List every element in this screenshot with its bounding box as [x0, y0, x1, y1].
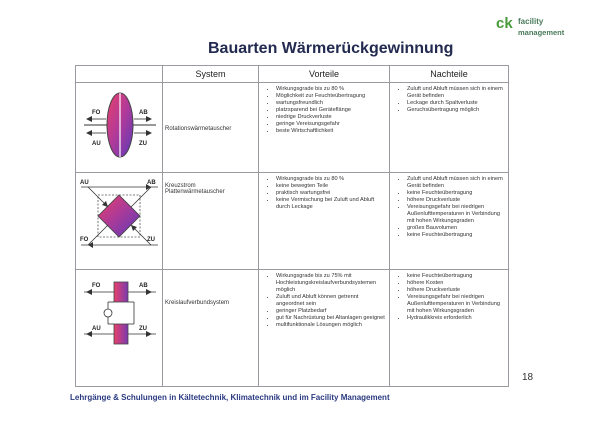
company-logo: ck facility management [496, 15, 578, 45]
list-item: platzsparend bei Geräteflänge [276, 107, 387, 114]
label-ab: AB [139, 283, 148, 289]
nachteile-rotation: Zuluft und Abluft müssen sich in einem G… [389, 82, 509, 173]
list-item: wartungsfreundlich [276, 100, 387, 107]
list-item: geringe Vereisungsgefahr [276, 121, 387, 128]
header-vorteile: Vorteile [258, 65, 390, 83]
page-number: 18 [522, 372, 534, 383]
logo-line-2: management [518, 28, 565, 37]
runaround-coil-diagram: FO AB AU ZU [84, 281, 156, 345]
list-item: Zuluft und Abluft können getrennt angeor… [276, 294, 387, 308]
label-fo: FO [92, 110, 101, 116]
list-item: höhere Druckverluste [407, 197, 506, 204]
page-title: Bauarten Wärmerückgewinnung [208, 40, 454, 57]
nachteile-kreuzstrom: Zuluft und Abluft müssen sich in einem G… [389, 172, 509, 270]
list-item: großes Bauvolumen [407, 225, 506, 232]
list-item: Wirkungsgrade bis zu 75% mit Hochleistun… [276, 273, 387, 294]
list-item: höhere Druckverluste [407, 287, 506, 294]
list-item: Vereisungsgefahr bei niedrigen Außenluft… [407, 204, 506, 225]
runaround-diagram-cell: FO AB AU ZU [75, 269, 163, 387]
list-item: Geruchsübertragung möglich [407, 107, 506, 114]
list-item: multifunktionale Lösungen möglich [276, 322, 387, 329]
vorteile-kreislaufverbund: Wirkungsgrade bis zu 75% mit Hochleistun… [258, 269, 390, 387]
label-au: AU [80, 180, 89, 186]
crossflow-plate-diagram: AU AB FO ZU [80, 180, 158, 248]
footer-text: Lehrgänge & Schulungen in Kältetechnik, … [70, 393, 390, 402]
list-item: praktisch wartungsfrei [276, 190, 387, 197]
system-kreuzstrom: Kreuzstrom Plattenwärmetauscher [162, 172, 259, 270]
label-au: AU [92, 326, 101, 332]
table-row-rotation: FO AB AU ZU Rotationswärmetauscher Wirku… [75, 82, 509, 173]
system-kreislaufverbund: Kreislaufverbundsystem [162, 269, 259, 387]
list-item: Zuluft und Abluft müssen sich in einem G… [407, 86, 506, 100]
list-item: Vereisungsgefahr bei niedrigen Außenluft… [407, 294, 506, 315]
label-zu: ZU [139, 326, 147, 332]
list-item: Hydraulikkreis erforderlich [407, 315, 506, 322]
table-row-kreuzstrom: AU AB FO ZU Kreuzstrom Plattenwärmetausc… [75, 172, 509, 270]
rotation-wheel-diagram: FO AB AU ZU [84, 92, 156, 158]
label-ab: AB [139, 110, 148, 116]
list-item: geringer Platzbedarf [276, 308, 387, 315]
table-row-kreislaufverbund: FO AB AU ZU Kreislaufverbundsystem Wirku… [75, 269, 509, 387]
list-item: Zuluft und Abluft müssen sich in einem G… [407, 176, 506, 190]
list-item: Wirkungsgrade bis zu 80 % [276, 86, 387, 93]
logo-mark: ck [496, 15, 513, 32]
crossflow-diagram-cell: AU AB FO ZU [75, 172, 163, 270]
vorteile-rotation: Wirkungsgrade bis zu 80 % Möglichkeit zu… [258, 82, 390, 173]
list-item: keine Feuchteübertragung [407, 232, 506, 239]
label-fo: FO [92, 283, 101, 289]
list-item: beste Wirtschaftlichkeit [276, 128, 387, 135]
nachteile-kreislaufverbund: keine Feuchteübertragung höhere Kosten h… [389, 269, 509, 387]
label-au: AU [92, 141, 101, 147]
table-header-row: System Vorteile Nachteile [75, 65, 509, 83]
label-fo: FO [80, 237, 89, 243]
list-item: gut für Nachrüstung bei Altanlagen geeig… [276, 315, 387, 322]
system-rotation: Rotationswärmetauscher [162, 82, 259, 173]
list-item: höhere Kosten [407, 280, 506, 287]
list-item: keine Feuchteübertragung [407, 190, 506, 197]
list-item: Leckage durch Spaltverluste [407, 100, 506, 107]
list-item: keine Vermischung bei Zuluft und Abluft … [276, 197, 387, 211]
list-item: keine bewegten Teile [276, 183, 387, 190]
header-image-cell [75, 65, 163, 83]
label-ab: AB [147, 180, 156, 186]
list-item: niedrige Druckverluste [276, 114, 387, 121]
comparison-table: System Vorteile Nachteile [75, 65, 509, 387]
list-item: keine Feuchteübertragung [407, 273, 506, 280]
vorteile-kreuzstrom: Wirkungsgrade bis zu 80 % keine bewegten… [258, 172, 390, 270]
rotation-diagram-cell: FO AB AU ZU [75, 82, 163, 173]
label-zu: ZU [147, 237, 155, 243]
header-nachteile: Nachteile [389, 65, 509, 83]
label-zu: ZU [139, 141, 147, 147]
header-system: System [162, 65, 259, 83]
list-item: Wirkungsgrade bis zu 80 % [276, 176, 387, 183]
logo-line-1: facility [518, 17, 544, 26]
list-item: Möglichkeit zur Feuchteübertragung [276, 93, 387, 100]
